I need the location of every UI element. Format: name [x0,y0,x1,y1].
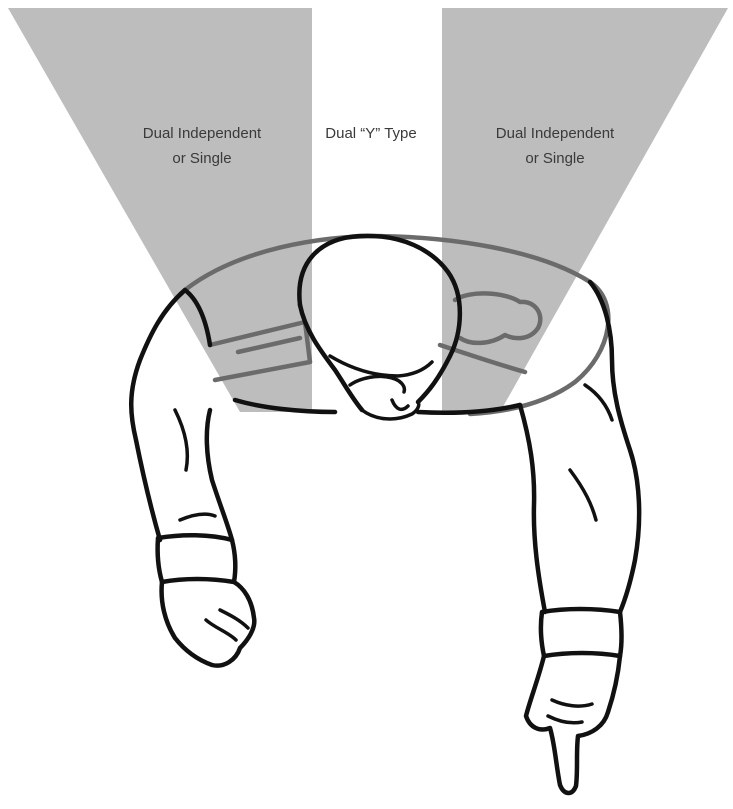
left-arm-crease [175,410,187,470]
right-arm-crease-2 [570,470,596,520]
right-arm-outer [590,282,639,612]
right-cuff [541,609,622,656]
face-hair [350,376,404,392]
right-zone-label-line1: Dual Independent [496,125,615,142]
left-cuff [158,535,236,582]
right-arm-inner [520,405,545,612]
left-zone [8,8,312,412]
face-brow [330,356,432,376]
left-hand-fingers [206,610,248,640]
right-hand-fingers [548,700,592,723]
left-arm-inner [207,410,232,540]
left-arm-crease-2 [180,514,215,520]
left-zone-label-line1: Dual Independent [143,125,262,142]
right-hand [526,656,620,793]
face-chin [362,402,419,419]
left-zone-label-line2: or Single [172,150,231,167]
center-zone-label: Dual “Y” Type [325,125,416,142]
zones [8,8,728,412]
right-zone [442,8,728,412]
right-arm-crease [585,385,612,420]
right-zone-label-line2: or Single [525,150,584,167]
face-nose [392,400,408,409]
